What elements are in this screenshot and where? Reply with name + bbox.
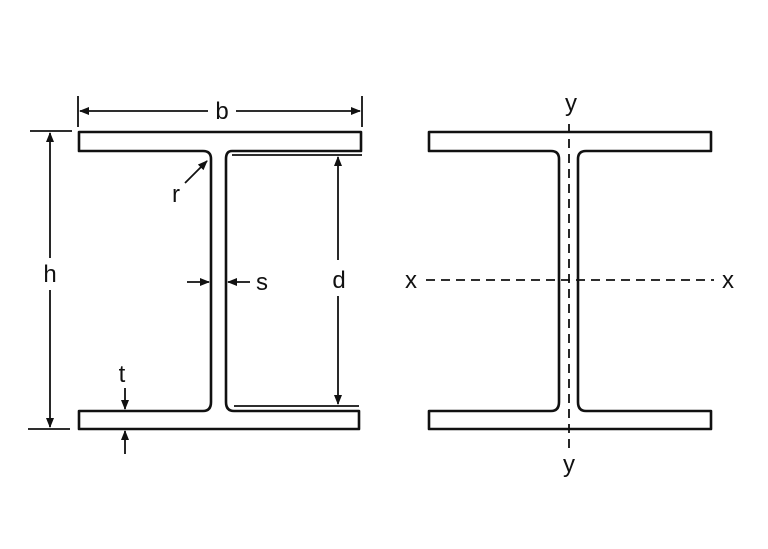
right-beam-outline [427,130,713,431]
label-y-top: y [565,90,577,117]
dimension-s: s [187,269,268,296]
label-x-right: x [722,267,734,294]
x-axis: x x [405,267,734,294]
left-beam-outline [77,130,363,431]
label-r: r [172,181,180,208]
label-d: d [332,267,345,294]
left-i-beam-section [77,130,363,431]
right-i-beam-section [427,130,713,431]
label-h: h [43,261,56,288]
y-axis: y y [563,90,577,478]
label-b: b [215,98,228,125]
dimension-r: r [172,160,208,208]
dimension-b: b [77,96,363,127]
label-s: s [256,269,268,296]
dimension-h: h [28,130,72,430]
label-x-left: x [405,267,417,294]
label-y-bottom: y [563,451,575,478]
dimension-t: t [119,361,129,454]
dimension-d: d [332,156,346,405]
label-t: t [119,361,126,388]
